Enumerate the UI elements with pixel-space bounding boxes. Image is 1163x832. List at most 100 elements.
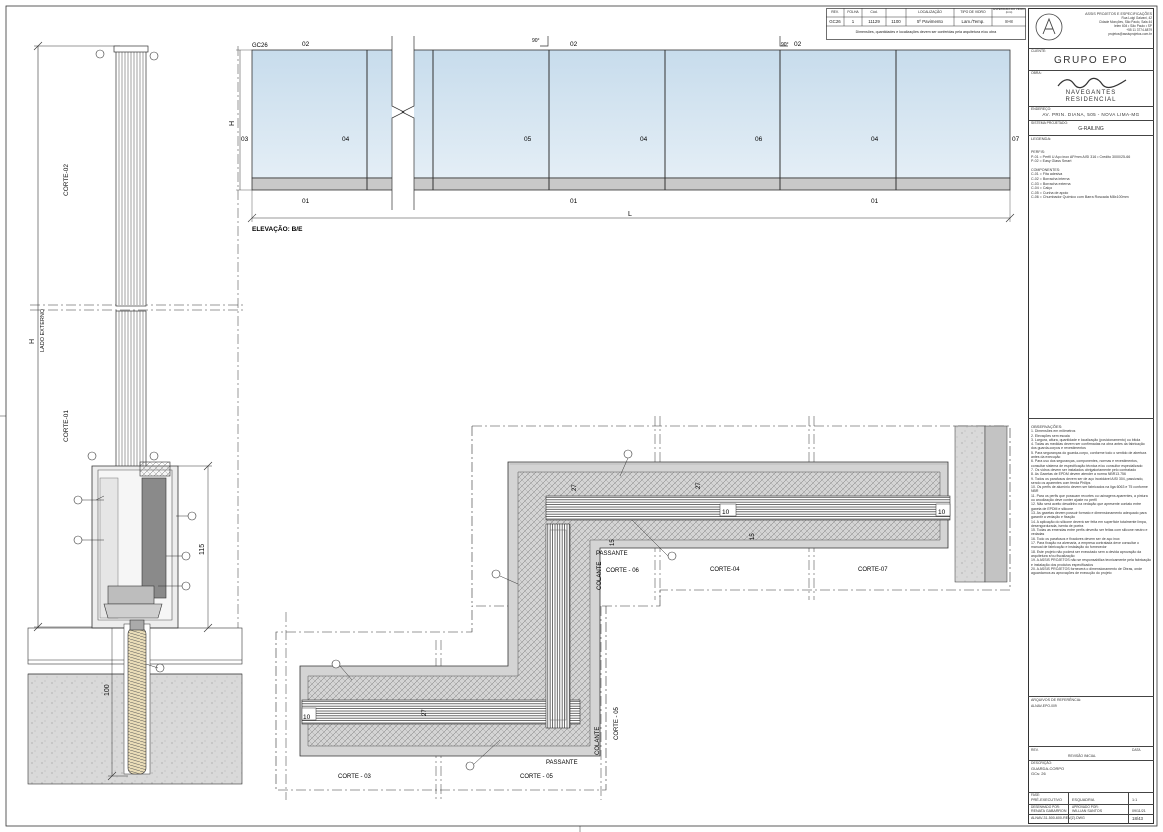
elevation-label-02b: 02 [570, 41, 578, 48]
observation-20: 20. A ASSIS PROJETOS fornecerá o dimensi… [1031, 566, 1143, 576]
project-wave-logo-icon [1057, 77, 1127, 89]
observation-18: 18. Este projeto não poderá ser executad… [1031, 549, 1142, 558]
description-label: DESCRIÇÃO: [1031, 761, 1053, 765]
observation-19: 19. A ASSIS PROJETOS não se responsabili… [1031, 558, 1151, 567]
plan-corte-04: CORTE-04 [710, 567, 740, 573]
plan-dim-27c: 27 [422, 709, 428, 716]
work-label: OBRA: [1031, 71, 1042, 75]
elevation-height-dim: H [229, 121, 236, 126]
elevation-label-01a: 01 [302, 198, 310, 205]
code-value: GCs: 26 [1031, 771, 1046, 776]
sheet-type: ESQUADRIA [1072, 798, 1095, 802]
component-4: C-04 = Calço [1031, 186, 1053, 191]
plan-passante-bottom: PASSANTE [546, 760, 578, 766]
plan-dim-10c: 10 [303, 714, 311, 721]
observation-9: 9. Todos os parafusos devem ser de aço i… [1031, 476, 1144, 485]
observation-12: 12. Não será aceito desalinho na vedação… [1031, 502, 1142, 511]
section-detail [27, 41, 245, 785]
client-name: GRUPO EPO [1053, 55, 1129, 66]
observation-8: 8. As Gaxetas de EPDM devem atender a no… [1031, 472, 1126, 477]
observation-13: 13. As gaxetas devem possuir formato e d… [1031, 510, 1147, 520]
drawn-by-label: DESENHADO POR: [1031, 805, 1060, 809]
system-label: SISTEMA PROJETADO: [1031, 121, 1069, 125]
observation-7: 7. Os vidros devem ser instalados obriga… [1031, 467, 1137, 472]
sheet-number: 18/43 [1132, 816, 1143, 821]
rev-value-esp: 8+8 [1005, 19, 1013, 24]
observation-14: 14. A aplicação do silicone deverá ser f… [1031, 519, 1147, 528]
plan-dim-15b: 15 [750, 533, 756, 540]
plan-detail [275, 416, 1011, 800]
rev-note: Dimensões, quantidades e localizações de… [855, 30, 997, 34]
plan-corte-06: CORTE - 06 [606, 568, 640, 574]
component-6: C-06 = Chumbador Químico com Barra Rosca… [1031, 195, 1129, 200]
phase-label: FASE: [1031, 793, 1041, 797]
elevation-label-02c: 02 [794, 41, 802, 48]
elevation-label-04c: 04 [871, 136, 879, 143]
elevation-gc-label: GC26 [252, 43, 268, 49]
project-brand-2: RESIDENCIAL [1065, 96, 1117, 103]
elevation-label-03: 03 [241, 136, 249, 143]
component-1: C-01 = Fita adesiva [1031, 172, 1063, 177]
plan-dim-27a: 27 [572, 484, 578, 491]
reference-label: ARQUIVOS DE REFERÊNCIA: [1031, 698, 1082, 702]
plan-dim-10b: 10 [722, 509, 730, 516]
elevation-length-dim: L [628, 211, 632, 218]
profiles-label: PERFIS: [1031, 150, 1045, 154]
approved-by-label: APROVADO POR: [1072, 805, 1099, 809]
plan-corte-05: CORTE - 05 [520, 774, 554, 780]
observation-15: 15. Todas as emendas entre perfis deverã… [1031, 528, 1148, 537]
description-value: GUARDA-CORPO [1031, 766, 1065, 771]
components-label: COMPONENTES: [1031, 167, 1061, 172]
legend-label: LEGENDA: [1031, 136, 1052, 141]
title-block: ASSIS PROJETOS E ESPECIFICAÇÕES Rua Luig… [1028, 8, 1154, 824]
elevation-label-05: 05 [524, 136, 532, 143]
rev-header-local: LOCALIZAÇÃO [918, 10, 942, 14]
rev-header-rev: REV. [831, 10, 839, 14]
plan-colante-top: COLANTE [597, 562, 603, 590]
observation-16: 16. Todo os parafusos e fixadores devem … [1031, 536, 1120, 541]
lado-externo-label: LADO EXTERNO [40, 308, 46, 352]
system-name: G-RAILING [1078, 126, 1104, 132]
plan-passante-top: PASSANTE [596, 551, 628, 557]
elevation-label-01c: 01 [871, 198, 879, 205]
rev-value-folha: 1 [851, 19, 855, 24]
plan-corte-03: CORTE - 03 [338, 774, 372, 780]
approved-by: WILLIAN SANTOS [1072, 809, 1103, 813]
observations-section: OBSERVAÇÕES: 1. Dimensões em milímetros … [1031, 424, 1151, 576]
component-3: C-03 = Borracha externa [1031, 181, 1071, 186]
company-line-2: Rua Luigi Galvani, 42 [1121, 16, 1152, 21]
company-logo-icon [1035, 13, 1063, 41]
company-line-4: Ielen 604 • São Paulo • SP [1114, 24, 1152, 29]
section-height-dim: H [29, 339, 36, 344]
company-line-6: projetos@assisprojetos.com.br [1108, 32, 1152, 37]
rev-value-tipo: Lam./Temp. [961, 19, 985, 24]
drawn-by: RENATA GABARRON [1031, 809, 1067, 813]
plan-dim-10a: 10 [938, 509, 946, 516]
elevation-label-04b: 04 [640, 136, 648, 143]
address-label: ENDEREÇO: [1031, 107, 1052, 111]
rev-header-tipo: TIPO DE VIDRO [960, 10, 986, 14]
rev-label: REV. [1031, 748, 1039, 752]
elevation-label-02a: 02 [302, 41, 310, 48]
rev-date-label: DATA [1132, 748, 1141, 752]
observation-17: 17. Para fixação na alvenaria, a empresa… [1031, 541, 1139, 550]
rev-value-cod: 11129 [868, 19, 880, 24]
plan-dim-27b: 27 [696, 482, 702, 489]
company-line-1: ASSIS PROJETOS E ESPECIFICAÇÕES [1085, 12, 1152, 16]
rev-value-dim: 1100 [891, 19, 901, 24]
elevation-angle-a: 90° [532, 38, 540, 44]
elevation-label-06: 06 [755, 136, 763, 143]
component-5: C-05 = Cunha de apoio [1031, 190, 1069, 195]
phase-value: PRÉ-EXECUTIVO [1031, 798, 1063, 802]
elevation-angle-b: 90° [781, 42, 789, 48]
address: AV. PRIN. DIANA, 505 - NOVA LIMA-MG [1042, 112, 1140, 117]
rev-desc-label: REVISÃO INICIAL [1068, 754, 1096, 758]
rev-header-esp: ESPESSURA DO VIDRO (mm) [993, 7, 1025, 15]
company-line-5: +55 11 3774-6879 [1126, 28, 1152, 33]
section-115-dim: 115 [199, 544, 206, 555]
observation-2: 2. Elevações sem escala [1031, 433, 1070, 438]
file-name: ALNAV-31-500-600-REV(Z).DWG [1031, 816, 1085, 820]
corte-02-label: CORTE-02 [63, 164, 70, 196]
observation-5: 5. Para seguranças do guarda-corpo, conf… [1031, 450, 1147, 460]
